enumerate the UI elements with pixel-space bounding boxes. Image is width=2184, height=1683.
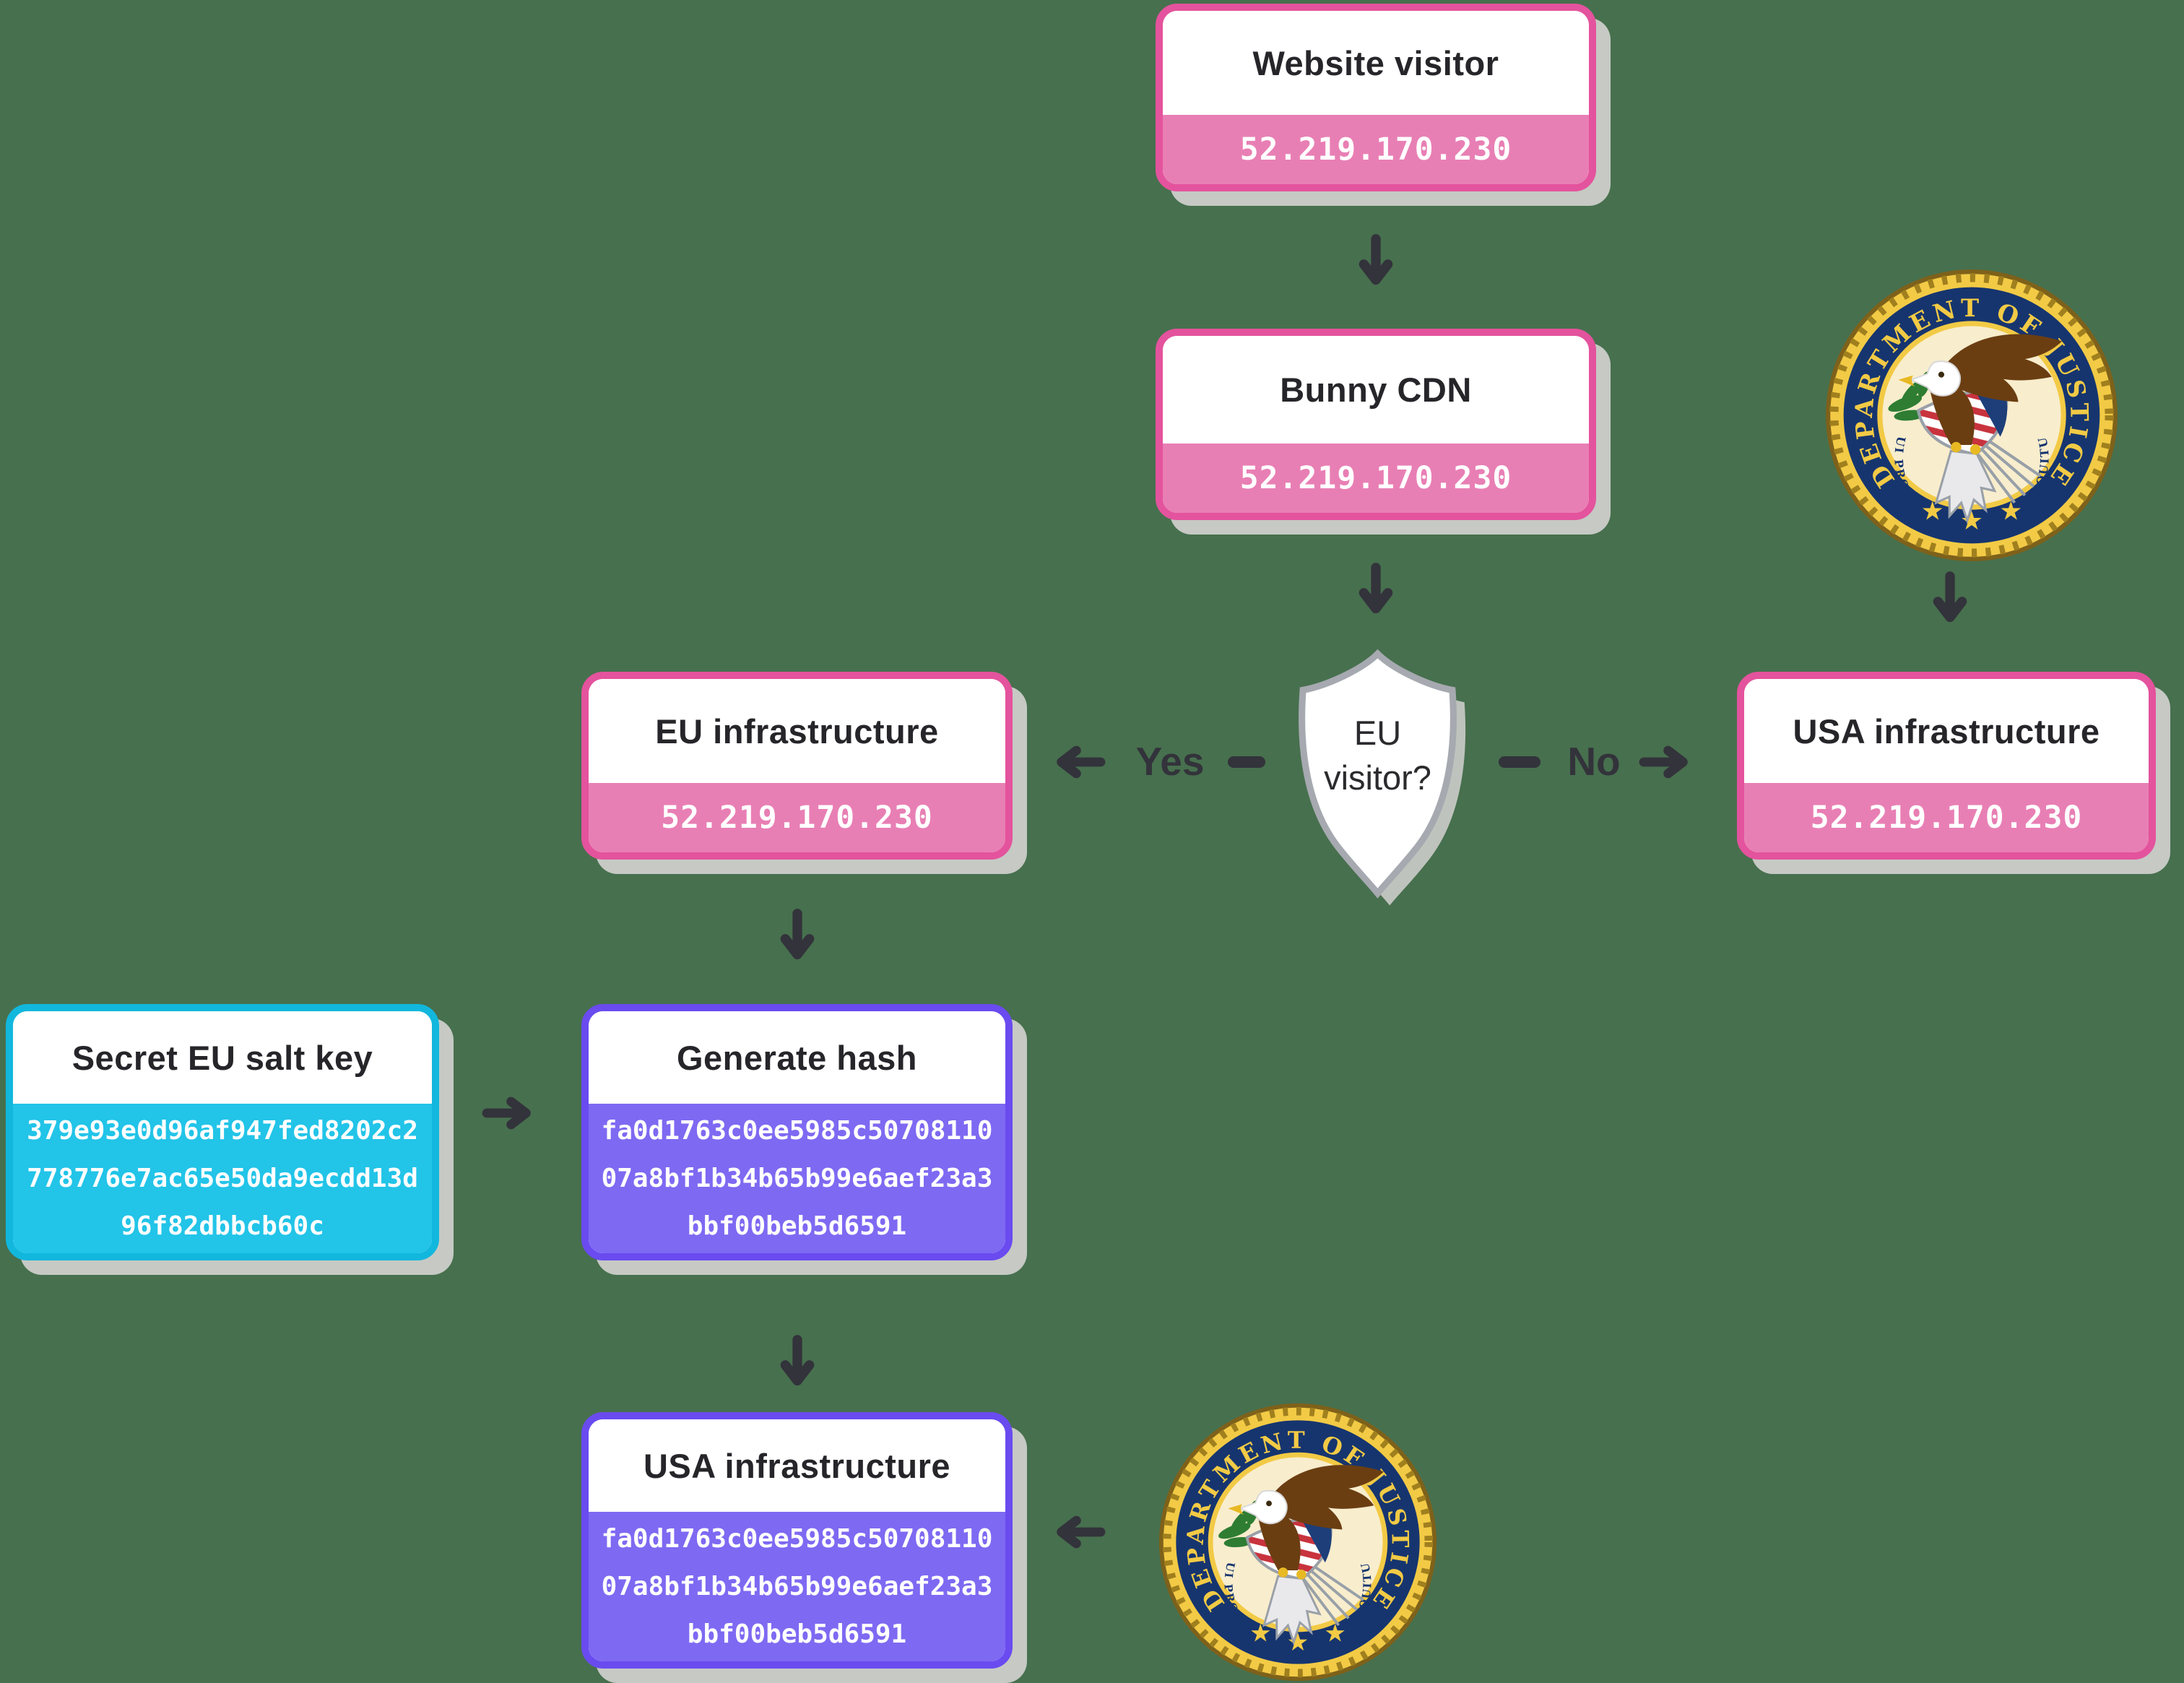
generate-hash-card: Generate hash fa0d1763c0ee5985c50708110 … (581, 1004, 1013, 1260)
bunny-cdn-card: Bunny CDN 52.219.170.230 (1156, 329, 1596, 520)
generate-hash-title: Generate hash (589, 1011, 1005, 1104)
arrow-down-icon (780, 909, 815, 960)
decision-line1: EU (1353, 714, 1402, 753)
shield-icon (1299, 649, 1466, 906)
arrow-left-icon (1057, 1515, 1106, 1549)
bunny-cdn-title: Bunny CDN (1163, 336, 1589, 444)
eagle-emblem (1218, 1465, 1384, 1646)
decision-question: EU visitor? (1268, 645, 1488, 909)
usa-infrastructure-ip: 52.219.170.230 (1744, 783, 2149, 852)
generate-hash-value: fa0d1763c0ee5985c50708110 07a8bf1b34b65b… (589, 1104, 1005, 1253)
yes-connector-dash (1228, 756, 1265, 768)
secret-salt-key-title: Secret EU salt key (13, 1011, 432, 1104)
decision-shield: EU visitor? (1268, 645, 1488, 909)
eu-infrastructure-ip: 52.219.170.230 (589, 783, 1005, 852)
hash-line: 96f82dbbcb60c (121, 1211, 324, 1241)
arrow-left-icon (1057, 745, 1106, 779)
arrow-right-icon (482, 1096, 531, 1130)
website-visitor-title: Website visitor (1163, 11, 1589, 115)
hash-line: bbf00beb5d6591 (687, 1619, 907, 1649)
usa-infrastructure-card: USA infrastructure 52.219.170.230 (1737, 672, 2156, 860)
star-icon: ★ (1324, 1619, 1346, 1648)
website-visitor-card: Website visitor 52.219.170.230 (1156, 4, 1596, 191)
website-visitor-ip: 52.219.170.230 (1163, 115, 1589, 184)
hash-line: fa0d1763c0ee5985c50708110 (601, 1115, 993, 1146)
eu-infrastructure-card: EU infrastructure 52.219.170.230 (581, 672, 1013, 860)
secret-salt-key-card: Secret EU salt key 379e93e0d96af947fed82… (6, 1004, 439, 1260)
decision-line2: visitor? (1324, 758, 1431, 797)
usa-infrastructure-hashed-title: USA infrastructure (589, 1419, 1005, 1512)
secret-salt-key-hash: 379e93e0d96af947fed8202c2 778776e7ac65e5… (13, 1104, 432, 1253)
usa-infrastructure-hashed-value: fa0d1763c0ee5985c50708110 07a8bf1b34b65b… (589, 1512, 1005, 1661)
hash-line: 379e93e0d96af947fed8202c2 (27, 1115, 418, 1146)
arrow-right-icon (1639, 745, 1688, 779)
arrow-down-icon (1358, 563, 1393, 614)
star-icon: ★ (1999, 497, 2022, 527)
hash-line: 07a8bf1b34b65b99e6aef23a3 (601, 1571, 993, 1601)
hash-line: 07a8bf1b34b65b99e6aef23a3 (601, 1163, 993, 1193)
hash-line: fa0d1763c0ee5985c50708110 (601, 1523, 993, 1554)
hash-line: 778776e7ac65e50da9ecdd13d (27, 1163, 418, 1193)
doj-seal: DEPARTMENT OF JUSTICE QUI PRO DOMINA JUS… (1157, 1401, 1437, 1682)
eagle-emblem (1888, 334, 2063, 524)
arrow-down-icon (1933, 571, 1967, 623)
arrow-down-icon (1358, 234, 1393, 285)
doj-seal: DEPARTMENT OF JUSTICE QUI PRO DOMINA JUS… (1824, 267, 2118, 561)
no-connector-dash (1499, 756, 1540, 768)
usa-infrastructure-title: USA infrastructure (1744, 679, 2149, 783)
usa-infrastructure-hashed-card: USA infrastructure fa0d1763c0ee5985c5070… (581, 1412, 1013, 1669)
arrow-down-icon (780, 1335, 815, 1386)
no-label: No (1567, 739, 1621, 784)
hash-line: bbf00beb5d6591 (687, 1211, 907, 1241)
eu-infrastructure-title: EU infrastructure (589, 679, 1005, 783)
yes-label: Yes (1135, 739, 1205, 784)
bunny-cdn-ip: 52.219.170.230 (1163, 444, 1589, 513)
